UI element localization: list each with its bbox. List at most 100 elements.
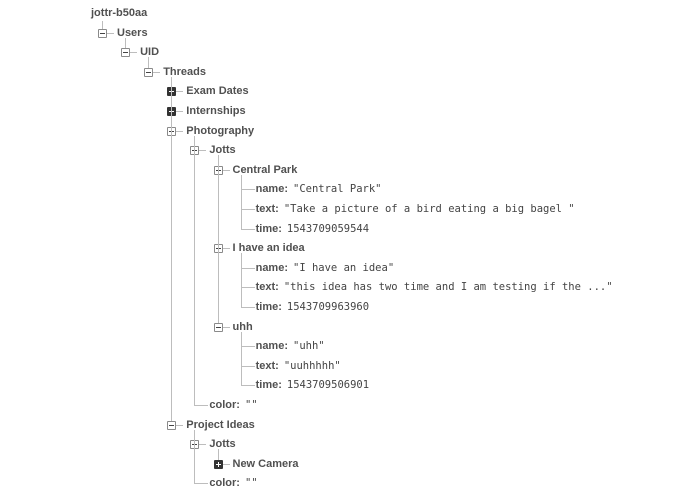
tree-branch-line xyxy=(217,326,230,328)
tree-node-color: color: "" xyxy=(209,395,257,415)
node-value: "" xyxy=(244,477,258,490)
tree-node-text: text: "uuhhhhh" xyxy=(256,356,341,376)
tree-branch-line xyxy=(125,52,138,54)
tree-branch-line xyxy=(194,444,207,446)
tree-branch-line xyxy=(148,71,161,73)
node-key: color: xyxy=(209,477,240,490)
collapse-icon[interactable] xyxy=(167,420,177,430)
node-key: text: xyxy=(255,203,279,215)
tree-connector-line xyxy=(194,429,196,484)
tree-branch-line xyxy=(217,169,230,171)
tree-node-central-park[interactable]: Central Park xyxy=(233,160,298,180)
tree-branch-line xyxy=(194,405,209,406)
node-key[interactable]: Internships xyxy=(186,105,246,117)
tree-node-exam-dates[interactable]: Exam Dates xyxy=(186,81,248,101)
tree-branch-line xyxy=(217,248,230,250)
node-key: name: xyxy=(255,340,288,353)
tree-branch-line xyxy=(240,287,255,289)
node-value: "" xyxy=(244,399,258,411)
node-value: 1543709059544 xyxy=(286,222,370,235)
tree-branch-line xyxy=(240,209,255,210)
tree-node-threads[interactable]: Threads xyxy=(163,62,206,82)
node-key[interactable]: Exam Dates xyxy=(186,85,249,98)
node-key[interactable]: Threads xyxy=(163,65,206,78)
tree-branch-line xyxy=(240,228,255,230)
node-value: "this idea has two time and I am testing… xyxy=(283,281,613,294)
tree-connector-line xyxy=(240,253,242,307)
node-key: name: xyxy=(255,183,288,196)
tree-connector-line xyxy=(102,21,103,33)
tree-branch-line xyxy=(171,91,184,93)
tree-connector-line xyxy=(240,174,242,229)
node-key[interactable]: New Camera xyxy=(232,457,299,470)
tree-node-time: time: 1543709963960 xyxy=(256,297,369,317)
tree-connector-line xyxy=(125,37,127,53)
node-key: text: xyxy=(255,281,279,294)
node-value: 1543709506901 xyxy=(286,379,370,392)
node-key[interactable]: uhh xyxy=(232,320,253,333)
tree-branch-line xyxy=(240,365,255,367)
tree-node-name: name: "Central Park" xyxy=(256,179,382,199)
tree-branch-line xyxy=(171,111,184,112)
tree-connector-line xyxy=(194,135,196,405)
node-value: 1543709963960 xyxy=(286,301,370,313)
tree-node-color: color: "" xyxy=(209,473,257,493)
tree-branch-line xyxy=(240,346,255,348)
tree-node-uhh[interactable]: uhh xyxy=(233,317,253,337)
collapse-icon[interactable] xyxy=(144,67,154,77)
node-key: time: xyxy=(255,301,282,313)
node-value: "I have an idea" xyxy=(293,261,395,274)
tree-branch-line xyxy=(102,32,114,34)
tree-node-time: time: 1543709059544 xyxy=(256,219,369,239)
tree-connector-line xyxy=(148,57,150,72)
tree-node-i-have-an-idea[interactable]: I have an idea xyxy=(233,238,305,258)
tree-node-new-camera[interactable]: New Camera xyxy=(233,454,299,474)
node-key[interactable]: Jotts xyxy=(209,144,236,157)
tree-connector-line xyxy=(217,155,219,327)
node-key[interactable]: Users xyxy=(117,26,148,39)
tree-node-jotts[interactable]: Jotts xyxy=(209,140,235,160)
tree-connector-line xyxy=(171,76,173,425)
node-key: time: xyxy=(255,222,282,235)
tree-branch-line xyxy=(194,150,207,152)
node-value: "uhh" xyxy=(293,340,325,353)
node-value: "Take a picture of a bird eating a big b… xyxy=(283,203,575,215)
node-key[interactable]: I have an idea xyxy=(232,242,305,255)
tree-branch-line xyxy=(171,130,184,132)
tree-node-time: time: 1543709506901 xyxy=(256,375,369,395)
node-key: color: xyxy=(209,399,240,411)
node-key[interactable]: UID xyxy=(140,46,160,59)
tree-node-jotts[interactable]: Jotts xyxy=(209,434,235,454)
collapse-icon[interactable] xyxy=(213,322,223,332)
collapse-icon[interactable] xyxy=(98,28,107,38)
tree-node-users[interactable]: Users xyxy=(117,23,148,43)
expand-icon[interactable] xyxy=(213,459,223,469)
node-key[interactable]: Central Park xyxy=(232,163,298,176)
node-key[interactable]: Jotts xyxy=(209,438,236,451)
tree-branch-line xyxy=(171,424,184,426)
node-key: text: xyxy=(255,359,279,372)
node-key[interactable]: Project Ideas xyxy=(186,418,255,431)
node-key: time: xyxy=(255,379,282,392)
tree-node-text: text: "this idea has two time and I am te… xyxy=(256,277,613,297)
tree-node-internships[interactable]: Internships xyxy=(186,101,245,121)
tree-branch-line xyxy=(240,267,255,269)
tree-branch-line xyxy=(240,189,255,191)
tree-node-project-ideas[interactable]: Project Ideas xyxy=(186,415,254,435)
tree-branch-line xyxy=(217,463,230,465)
tree-connector-line xyxy=(217,449,219,464)
tree-connector-line xyxy=(240,331,242,386)
node-key[interactable]: Photography xyxy=(186,124,255,137)
node-value: "Central Park" xyxy=(293,183,382,196)
tree-node-uid[interactable]: UID xyxy=(140,42,159,62)
collapse-icon[interactable] xyxy=(121,48,131,58)
tree-node-text: text: "Take a picture of a bird eating a … xyxy=(256,199,575,219)
node-value: "uuhhhhh" xyxy=(283,359,341,372)
node-key: jottr-b50aa xyxy=(91,7,148,19)
tree-branch-line xyxy=(240,307,255,308)
tree-branch-line xyxy=(240,385,255,387)
tree-node-name: name: "uhh" xyxy=(256,336,325,356)
tree-node-photography[interactable]: Photography xyxy=(186,121,254,141)
node-key: name: xyxy=(255,261,288,274)
